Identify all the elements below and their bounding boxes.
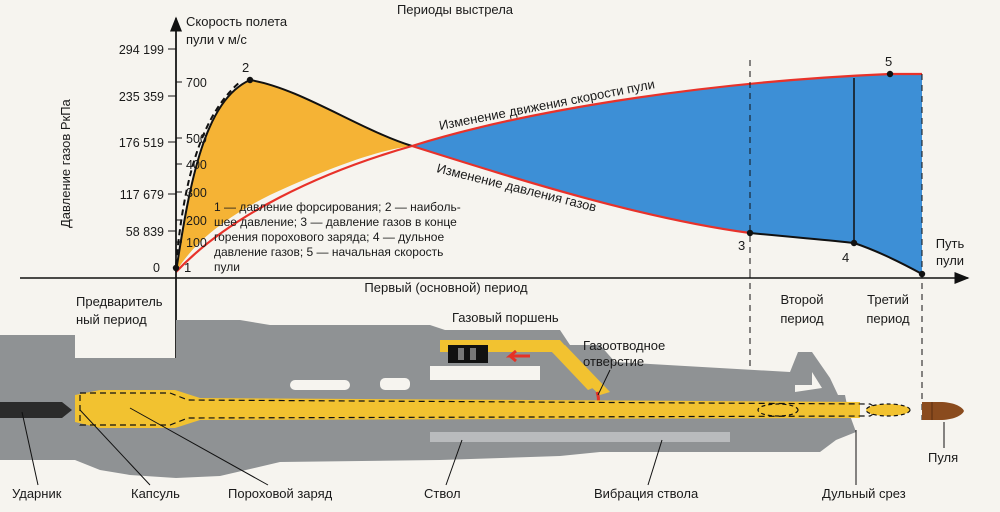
curve-end [918,270,926,278]
primer-label: Капсуль [131,486,180,501]
point-4 [850,239,858,247]
velocity-tick-label: 700 [186,76,207,90]
firing-pin [0,402,72,418]
origin-label: 0 [153,261,160,275]
gas-piston-ring [458,348,464,360]
pressure-tick-label: 235 359 [119,90,164,104]
bullet-label: Пуля [928,450,958,465]
gas-piston-label: Газовый поршень [452,310,559,325]
point-label-4: 4 [842,250,849,265]
pressure-area [176,80,412,272]
velocity-tick-label: 200 [186,214,207,228]
velocity-dashed [175,81,241,266]
legend-line: пули [214,260,240,274]
second-period-2: период [780,311,824,326]
chamber-cutout [75,335,175,358]
bullet-ghost-muzzle [865,403,911,417]
legend-line: шее давление; 3 — давление газов в конце [214,215,457,229]
velocity-axis-title-1: Скорость полета [186,14,288,29]
velocity-area [412,74,922,274]
legend-line: 1 — давление форсирования; 2 — наиболь- [214,200,461,214]
bore [75,390,860,428]
preliminary-period-1: Предваритель [76,294,163,309]
pressure-tick-label: 58 839 [126,225,164,239]
gun-section [0,320,964,478]
point-3 [746,229,754,237]
velocity-tick-label: 400 [186,158,207,172]
point-label-2: 2 [242,60,249,75]
points-legend: 1 — давление форсирования; 2 — наиболь- … [214,200,461,274]
velocity-ticks: 700 500 400 300 200 100 [176,76,207,250]
slot-cutout [380,378,410,390]
path-label-1: Путь [936,236,965,251]
bullet-path-dashed [79,392,882,426]
bullet-ghost [757,403,799,417]
third-period-1: Третий [867,292,909,307]
pressure-tick-label: 176 519 [119,136,164,150]
preliminary-period-2: ный период [76,312,147,327]
piston-arrow [505,349,530,363]
sight-cutout [795,372,822,392]
first-period: Первый (основной) период [364,280,528,295]
gas-vent [552,345,610,395]
velocity-tick-label: 300 [186,186,207,200]
velocity-tick-label: 100 [186,236,207,250]
point-label-5: 5 [885,54,892,69]
point-5 [886,70,894,78]
pressure-tick-label: 294 199 [119,43,164,57]
gas-piston [448,345,488,363]
leader-lines [21,407,945,486]
gas-piston-ring [470,348,476,360]
gas-vent-leader [597,369,611,396]
legend-line: горения порохового заряда; 4 — дульное [214,230,444,244]
legend-line: давление газов; 5 — начальная скорость [214,245,443,259]
barrel-label: Ствол [424,486,461,501]
slot-cutout [290,380,350,390]
firing-pin-label: Ударник [12,486,62,501]
point-label-3: 3 [738,238,745,253]
muzzle-label: Дульный срез [822,486,906,501]
pressure-ticks: 294 199 235 359 176 519 117 679 58 839 0 [119,43,176,275]
point-label-1: 1 [184,260,191,275]
gas-vent-label-1: Газоотводное [583,338,665,353]
periods-title: Периоды выстрела [397,2,514,17]
second-period-1: Второй [781,292,824,307]
pressure-curve-falling [411,144,751,235]
point-2 [246,76,254,84]
bullet [922,402,964,420]
path-label-2: пули [936,253,964,268]
velocity-tick-label: 500 [186,132,207,146]
third-period-2: период [866,311,910,326]
pressure-tick-label: 117 679 [120,188,164,202]
barrel-vibration-label: Вибрация ствола [594,486,699,501]
velocity-axis-title-2: пули v м/с [186,32,247,47]
pressure-axis-title: Давление газов РкПа [58,98,73,228]
barrel-rib [430,432,730,442]
velocity-curve [411,72,922,148]
powder-charge-label: Пороховой заряд [228,486,333,501]
gas-tube-cutout [430,366,540,380]
gas-vent-label-2: отверстие [583,354,644,369]
velocity-curve-rising [175,144,413,273]
